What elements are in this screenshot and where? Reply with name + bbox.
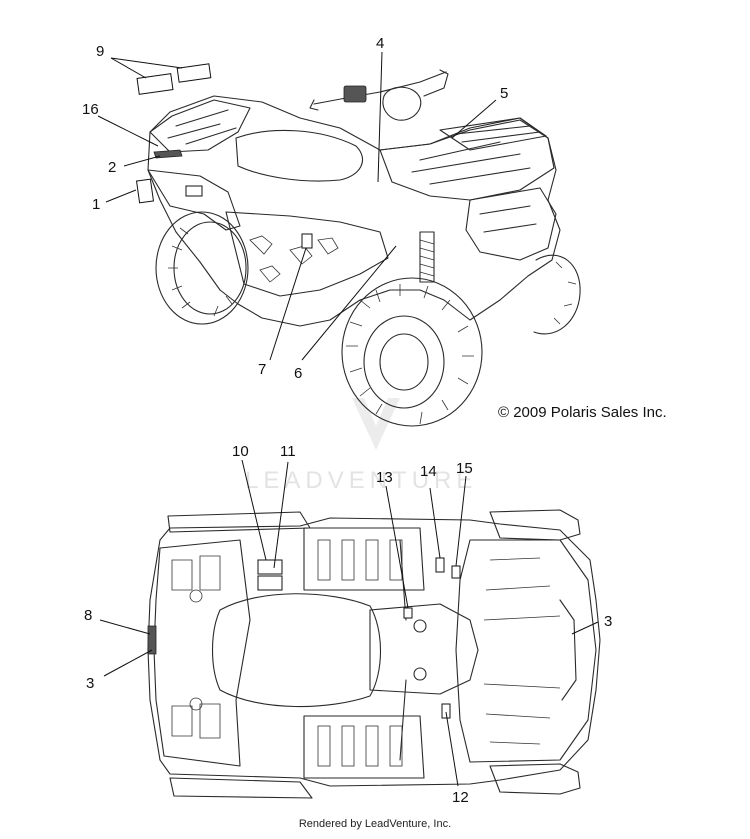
bottom-leader-lines: [99, 459, 599, 787]
callout-15: 15: [456, 460, 473, 477]
overhead-front-rack: [455, 539, 597, 763]
front-bumper-overhead: [559, 599, 577, 701]
footwell-right: [303, 715, 425, 779]
callout-3-rear: 3: [86, 675, 94, 692]
footwell-left: [303, 527, 425, 591]
callout-4: 4: [376, 35, 384, 52]
handlebars: [309, 69, 449, 121]
front-hood: [379, 119, 555, 201]
decal-11: [257, 575, 283, 591]
callout-13: 13: [376, 469, 393, 486]
rear-rack: [149, 99, 251, 153]
decal-side-panel: [185, 185, 203, 197]
overhead-handlebar: [399, 539, 407, 761]
callout-12: 12: [452, 789, 469, 806]
rear-wheel: [155, 211, 249, 325]
seat: [235, 129, 363, 182]
wheel-front-left: [489, 509, 581, 541]
callout-14: 14: [420, 463, 437, 480]
callout-1: 1: [92, 196, 100, 213]
callout-8: 8: [84, 607, 92, 624]
atv-body: [147, 95, 561, 327]
decal-14: [435, 557, 445, 573]
decal-7-footwell: [301, 233, 313, 249]
side-panel: [225, 211, 389, 297]
wheel-rear-right: [169, 777, 313, 799]
decal-9-right: [176, 63, 212, 83]
decal-12: [441, 703, 451, 719]
copyright-text: © 2009 Polaris Sales Inc.: [498, 404, 667, 421]
rear-fender: [147, 169, 241, 231]
callout-5: 5: [500, 85, 508, 102]
wheel-front-right: [489, 763, 581, 795]
atv-overhead-view: [147, 509, 601, 799]
callout-10: 10: [232, 443, 249, 460]
footer-credit: Rendered by LeadVenture, Inc.: [298, 818, 452, 830]
console: [369, 603, 479, 695]
far-front-wheel: [533, 254, 581, 335]
footwell-treads: [317, 539, 403, 767]
watermark-text: LEADVENTURE: [245, 467, 477, 494]
front-bumper: [465, 187, 557, 261]
overhead-body: [147, 517, 601, 787]
overhead-seat: [211, 593, 382, 708]
wheel-rear-left: [167, 511, 311, 533]
atv-perspective-view: [135, 63, 581, 427]
callout-11: 11: [280, 443, 296, 460]
overhead-rear-rack: [153, 539, 251, 767]
callout-9: 9: [96, 43, 104, 60]
decal-9-left: [136, 73, 174, 95]
front-wheel: [341, 277, 483, 427]
decal-15: [451, 565, 461, 579]
callout-2: 2: [108, 159, 116, 176]
decal-8-rear: [147, 625, 157, 655]
callout-7: 7: [258, 361, 266, 378]
front-shock: [419, 231, 435, 283]
callout-3-front: 3: [604, 613, 612, 630]
decal-2-stripe: [153, 149, 183, 159]
top-leader-lines: [97, 51, 497, 361]
decal-13: [403, 607, 413, 619]
decal-10: [257, 559, 283, 575]
decal-1-rear-fender: [135, 178, 155, 204]
front-rack: [439, 117, 547, 151]
callout-16: 16: [82, 101, 99, 118]
callout-6: 6: [294, 365, 302, 382]
leadventure-watermark: LEADVENTURE: [245, 398, 477, 494]
